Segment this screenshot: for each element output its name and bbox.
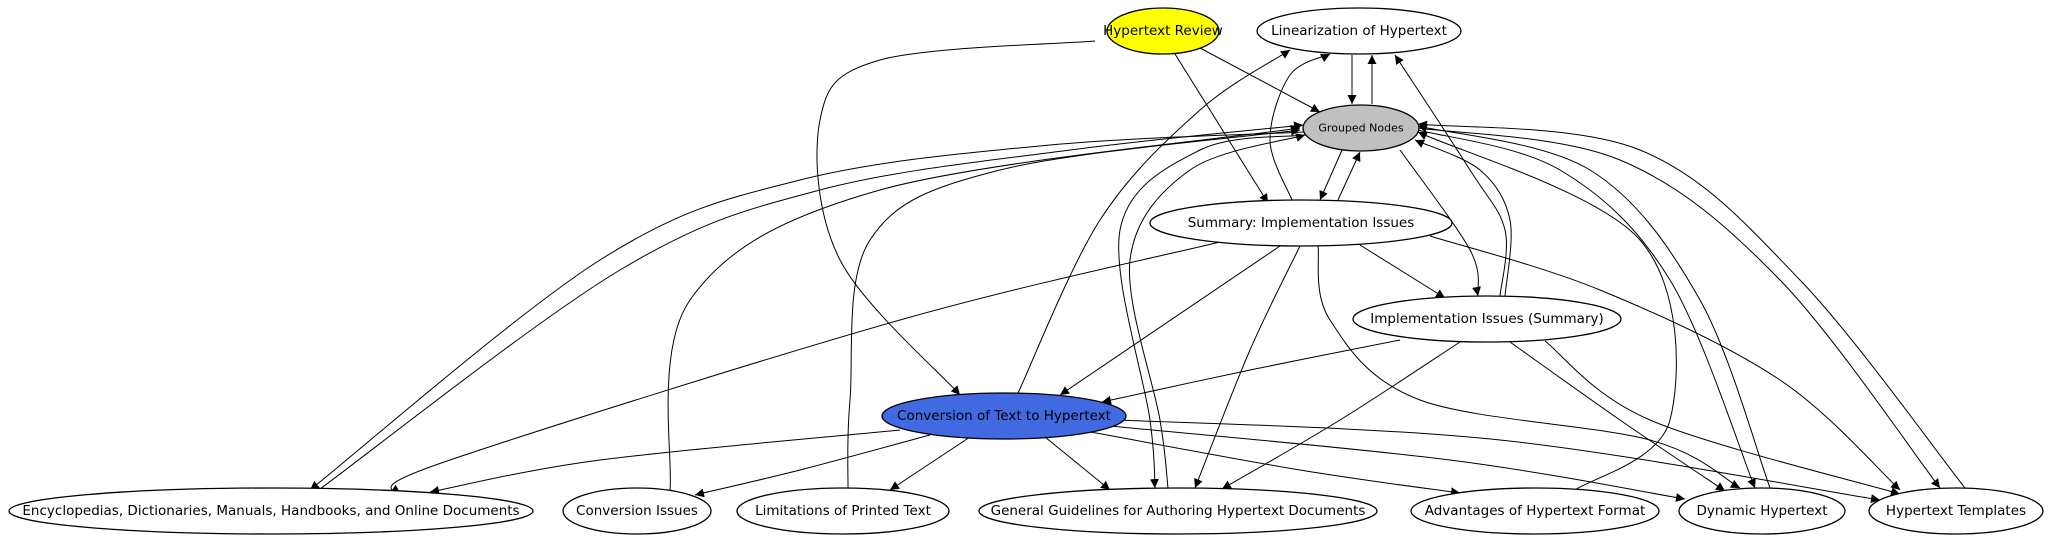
node-hypertext-review[interactable]: Hypertext Review [1103, 7, 1223, 55]
node-ellipse [1302, 104, 1420, 152]
edge-grouped-nodes-to-guidelines [1118, 134, 1306, 489]
edge-conversion-to-linearization [1017, 49, 1291, 394]
edge-dynamic-to-grouped-nodes [1417, 123, 1771, 489]
edge-conversion-to-limitations [889, 436, 971, 491]
edge-grouped-nodes-to-encyclopedias [309, 131, 1306, 491]
edge-summary-impl-to-linearization [1269, 53, 1331, 201]
node-conversion-issues[interactable]: Conversion Issues [562, 487, 712, 535]
edge-summary-impl-to-guidelines [1194, 245, 1301, 489]
edge-templates-to-grouped-nodes [1417, 120, 1966, 489]
node-label: Dynamic Hypertext [1696, 503, 1827, 519]
node-label: Advantages of Hypertext Format [1425, 503, 1646, 519]
node-label: Conversion of Text to Hypertext [897, 408, 1111, 424]
node-ellipse [1352, 295, 1622, 343]
edge-grouped-nodes-to-dynamic [1417, 129, 1756, 489]
node-summary-impl[interactable]: Summary: Implementation Issues [1149, 199, 1453, 247]
edge-hypertext-review-to-summary-impl [1174, 53, 1269, 204]
edge-conversion-to-advantages [1079, 429, 1461, 497]
node-ellipse [1106, 7, 1220, 55]
node-ellipse [1256, 7, 1462, 55]
node-ellipse [562, 487, 712, 535]
edge-advantages-to-grouped-nodes [1417, 131, 1677, 491]
node-ellipse [978, 487, 1378, 535]
edge-summary-impl-to-grouped-nodes [1337, 151, 1361, 201]
node-guidelines[interactable]: General Guidelines for Authoring Hyperte… [978, 487, 1378, 535]
node-grouped-nodes[interactable]: Grouped Nodes [1302, 104, 1420, 152]
node-label: Linearization of Hypertext [1271, 23, 1447, 39]
edge-impl-summary-to-templates [1544, 340, 1901, 496]
edge-hypertext-review-to-conversion [816, 40, 1096, 396]
edge-summary-impl-to-dynamic [1317, 245, 1741, 489]
node-label: General Guidelines for Authoring Hyperte… [991, 503, 1366, 519]
node-label: Summary: Implementation Issues [1188, 215, 1415, 231]
edge-summary-impl-to-templates [1429, 235, 1901, 491]
node-encyclopedias[interactable]: Encyclopedias, Dictionaries, Manuals, Ha… [8, 487, 534, 535]
edge-guidelines-to-grouped-nodes [1128, 133, 1306, 489]
edges [309, 40, 1966, 504]
edge-impl-summary-to-linearization [1394, 54, 1507, 297]
node-linearization[interactable]: Linearization of Hypertext [1256, 7, 1462, 55]
node-ellipse [1868, 487, 2044, 535]
edge-hypertext-review-to-grouped-nodes [1199, 47, 1321, 113]
node-ellipse [736, 487, 950, 535]
node-label: Limitations of Printed Text [755, 503, 931, 519]
node-ellipse [1149, 199, 1453, 247]
edge-conversion-to-conversion-issues [694, 434, 931, 498]
edge-conversion-to-encyclopedias [429, 429, 901, 495]
edge-impl-summary-to-guidelines [1221, 341, 1461, 490]
node-ellipse [8, 487, 534, 535]
node-label: Grouped Nodes [1318, 122, 1403, 135]
node-advantages[interactable]: Advantages of Hypertext Format [1410, 487, 1660, 535]
node-label: Hypertext Review [1103, 23, 1223, 39]
node-templates[interactable]: Hypertext Templates [1868, 487, 2044, 535]
edge-impl-summary-to-conversion [1101, 339, 1401, 405]
edge-impl-summary-to-grouped-nodes [1414, 139, 1512, 297]
edge-conversion-to-templates [1119, 419, 1881, 504]
node-limitations[interactable]: Limitations of Printed Text [736, 487, 950, 535]
node-ellipse [1678, 487, 1846, 535]
edge-conversion-to-dynamic [1109, 425, 1686, 502]
node-label: Implementation Issues (Summary) [1370, 311, 1604, 327]
edge-impl-summary-to-dynamic [1509, 341, 1726, 492]
node-label: Hypertext Templates [1886, 503, 2026, 519]
node-dynamic[interactable]: Dynamic Hypertext [1678, 487, 1846, 535]
edge-summary-impl-to-conversion [1059, 245, 1281, 396]
edge-limitations-to-grouped-nodes [847, 126, 1301, 491]
edge-grouped-nodes-to-impl-summary [1399, 149, 1481, 297]
edge-grouped-nodes-to-templates [1417, 127, 1941, 489]
nodes: Hypertext Review Linearization of Hyperte… [8, 7, 2044, 535]
node-label: Conversion Issues [576, 503, 698, 519]
edge-grouped-nodes-to-summary-impl [1319, 149, 1343, 201]
node-label: Encyclopedias, Dictionaries, Manuals, Ha… [22, 503, 519, 519]
edge-summary-impl-to-encyclopedias [389, 241, 1221, 494]
edge-summary-impl-to-impl-summary [1359, 244, 1446, 299]
node-conversion[interactable]: Conversion of Text to Hypertext [881, 392, 1127, 440]
node-ellipse [1410, 487, 1660, 535]
node-ellipse [881, 392, 1127, 440]
node-impl-summary[interactable]: Implementation Issues (Summary) [1352, 295, 1622, 343]
edge-encyclopedias-to-grouped-nodes [319, 121, 1304, 490]
edge-conversion-to-guidelines [1044, 436, 1111, 491]
